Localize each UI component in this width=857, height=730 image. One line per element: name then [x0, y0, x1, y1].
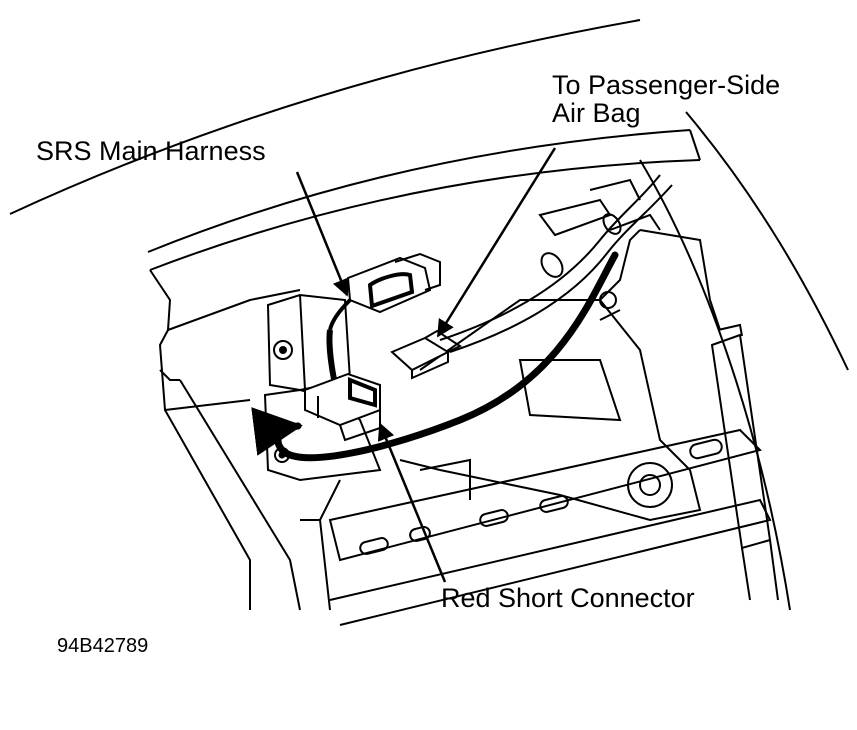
passenger-airbag-leader-arrow [436, 147, 557, 338]
dashboard-outline [9, 19, 849, 611]
bracket-arm [399, 213, 721, 522]
short-connector-cable [251, 251, 619, 462]
label-srs-main-harness: SRS Main Harness [36, 136, 266, 166]
leader-arrows [295, 147, 557, 583]
gas-strut [710, 323, 779, 601]
passenger-harness-cable [439, 174, 673, 353]
label-passenger-side-airbag: To Passenger-Side Air Bag [552, 70, 781, 128]
label-passenger-line2: Air Bag [552, 97, 641, 128]
srs-main-harness-connector [328, 252, 441, 331]
red-short-connector [304, 372, 381, 442]
srs-harness-leader-arrow [295, 171, 350, 297]
column-housing [149, 269, 341, 611]
label-red-short-connector: Red Short Connector [441, 583, 695, 613]
passenger-airbag-connector [390, 329, 463, 380]
red-short-leader-arrow [377, 422, 447, 583]
label-passenger-line1: To Passenger-Side [552, 70, 781, 100]
figure-id: 94B42789 [57, 635, 149, 657]
